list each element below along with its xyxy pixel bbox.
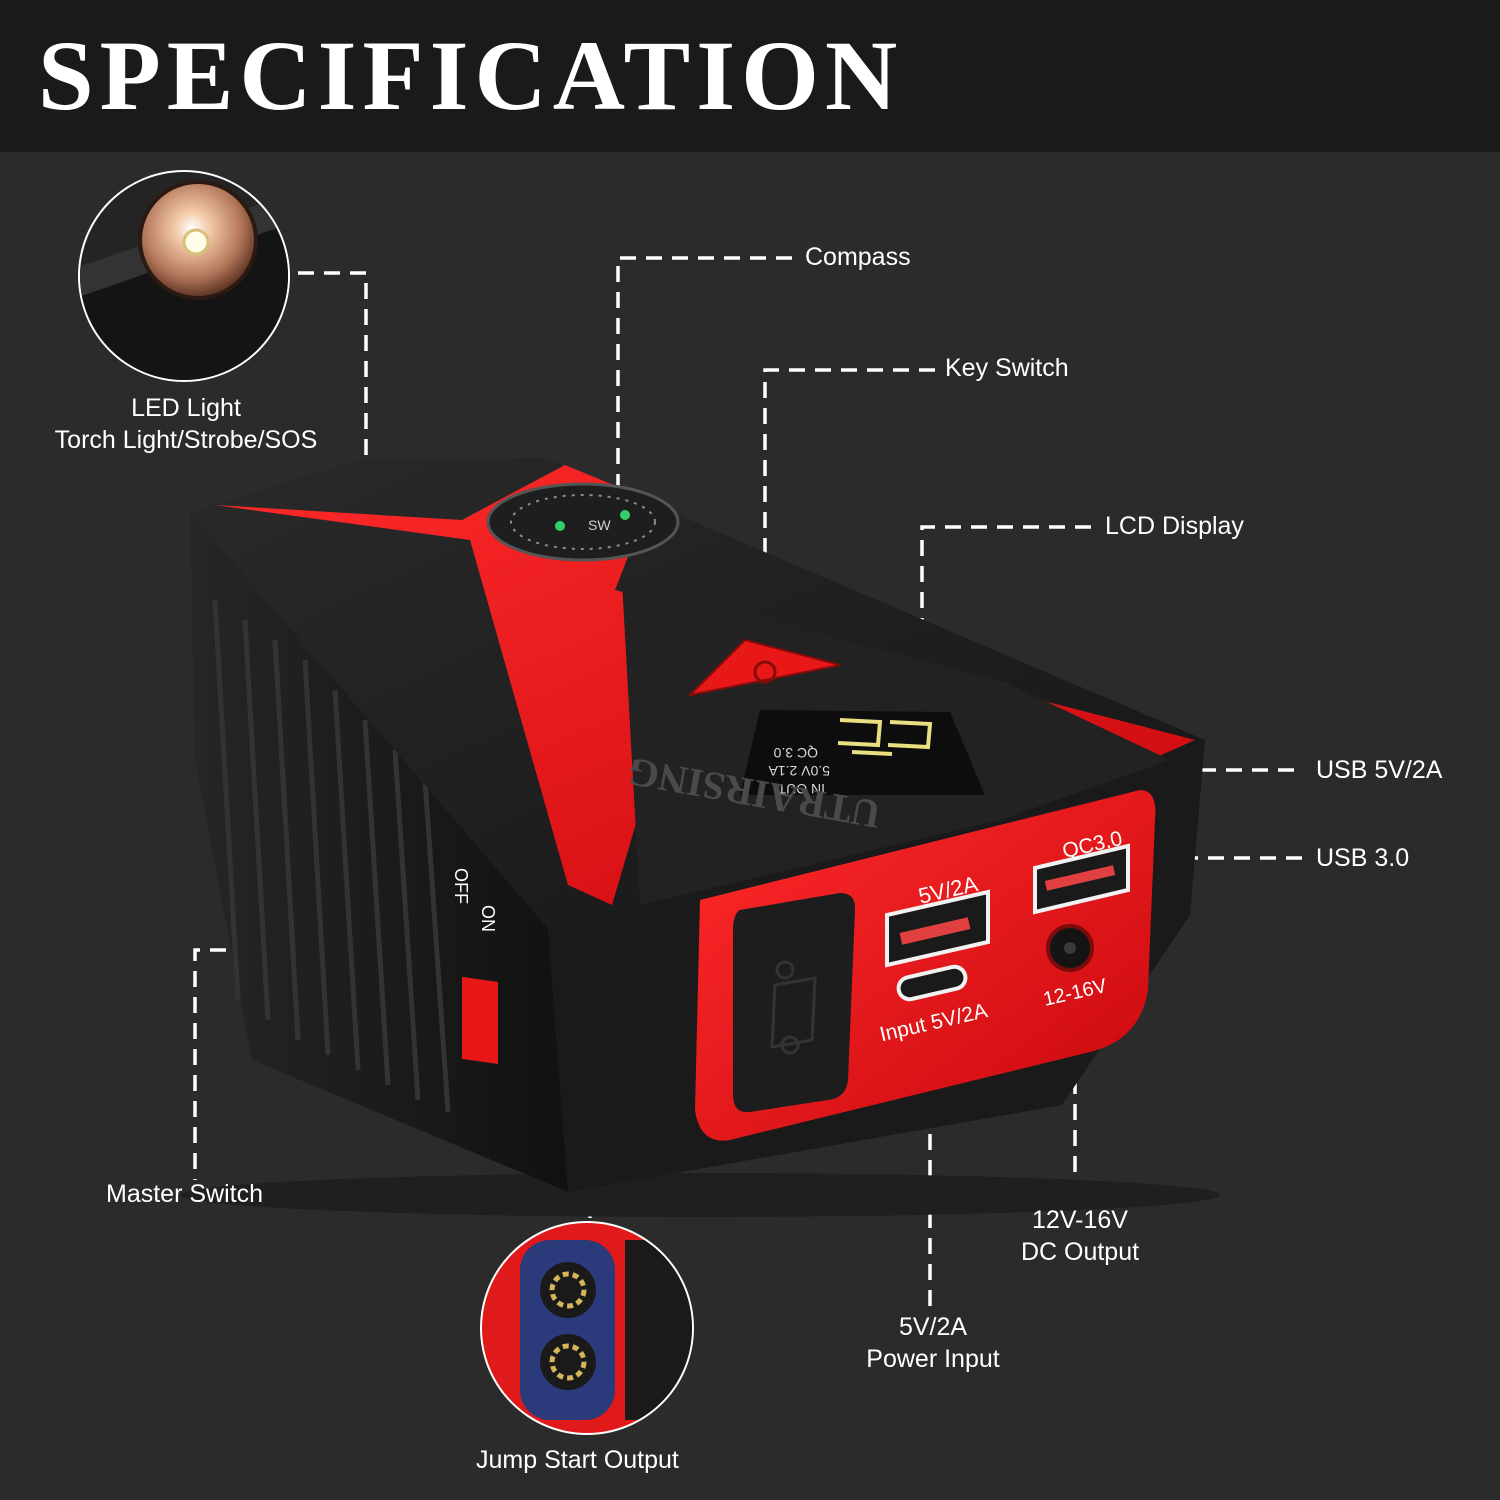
switch-off-text: OFF <box>451 868 471 904</box>
cap-car-icon <box>770 960 817 1055</box>
lcd-in-out-text: IN OUT <box>777 781 825 797</box>
jump-start-inset <box>480 1221 694 1435</box>
leader-led-light <box>298 271 368 458</box>
callout-dc-output-line1: 12V-16V <box>1032 1206 1128 1234</box>
callout-compass: Compass <box>805 243 911 271</box>
leader-key-switch <box>763 368 935 658</box>
jump-terminal-positive <box>540 1262 596 1318</box>
master-switch-slider <box>462 976 498 1064</box>
header-bar: SPECIFICATION <box>0 0 1500 152</box>
led-light-inset <box>78 170 290 382</box>
callout-jump-start-output: Jump Start Output <box>476 1446 679 1474</box>
callout-lcd-display: LCD Display <box>1105 512 1244 540</box>
callout-usb-5v2a: USB 5V/2A <box>1316 756 1443 784</box>
lcd-spec-text: 5.0V 2.1A <box>768 763 830 779</box>
jump-starter-device: SW QC 3.0 5.0V 2.1A IN OUT UTRAIRSING 5V… <box>180 458 1220 1217</box>
callout-led-light-line2: Torch Light/Strobe/SOS <box>54 426 318 454</box>
callout-key-switch: Key Switch <box>945 354 1069 382</box>
callout-power-input: 5V/2A Power Input <box>848 1311 1018 1375</box>
key-switch-button <box>686 638 841 697</box>
side-ribs <box>212 599 451 1113</box>
callout-power-input-line1: 5V/2A <box>898 1313 968 1341</box>
callout-master-switch: Master Switch <box>106 1180 263 1208</box>
compass-dial <box>486 482 680 562</box>
callout-dc-output: 12V-16V DC Output <box>995 1204 1165 1268</box>
jump-terminal-negative <box>540 1334 596 1390</box>
callout-led-light: LED Light Torch Light/Strobe/SOS <box>36 392 336 456</box>
switch-on-text: ON <box>478 905 498 932</box>
key-switch-power-mark <box>753 660 777 684</box>
leader-compass <box>616 256 795 490</box>
usb-c-input-port <box>896 964 968 1002</box>
lcd-digits <box>837 718 933 756</box>
lcd-qc-text: QC 3.0 <box>773 745 818 761</box>
callout-led-light-line1: LED Light <box>131 394 241 422</box>
jump-port-rubber-cap <box>733 893 856 1113</box>
callout-power-input-line2: Power Input <box>866 1345 1000 1373</box>
callout-usb-30: USB 3.0 <box>1316 844 1410 872</box>
device-shadow <box>180 1173 1220 1217</box>
compass-marks: SW <box>588 517 611 533</box>
page-title: SPECIFICATION <box>38 20 904 131</box>
led-emitter <box>182 228 210 256</box>
callout-dc-output-line2: DC Output <box>1020 1238 1140 1266</box>
